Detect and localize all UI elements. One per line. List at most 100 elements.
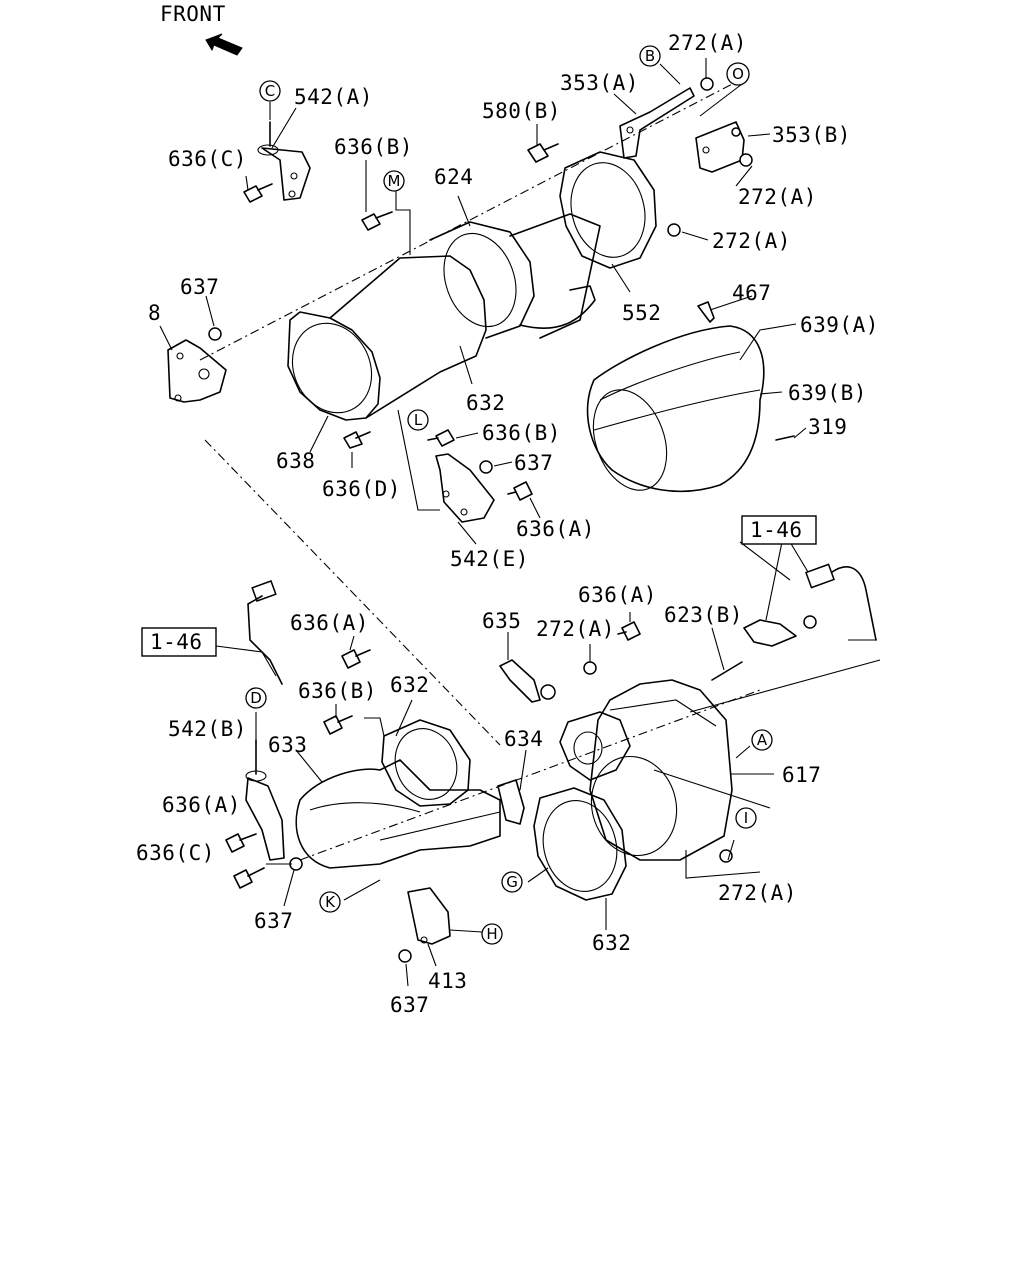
label-632-lower-left: 632 [390,673,429,697]
label-637-lower-left: 637 [254,909,293,933]
flange-638 [287,311,381,421]
label-542e: 542(E) [450,547,529,571]
svg-text:L: L [414,411,423,429]
label-413: 413 [428,969,467,993]
circle-markers: C B O M L D A I G K H [245,45,773,945]
lower-assembly [225,563,877,963]
marker-o: O [726,62,750,86]
label-623b: 623(B) [664,603,743,627]
nut-272a-617-top [583,661,597,675]
svg-text:K: K [325,893,336,911]
label-633: 633 [268,733,307,757]
label-636c-upper: 636(C) [168,147,247,171]
front-label: FRONT [160,2,226,26]
bolt-580b [527,143,559,163]
bolt-636a-617 [617,621,641,641]
label-467: 467 [732,281,771,305]
label-632-lower-right: 632 [592,931,631,955]
svg-text:B: B [645,47,655,65]
label-552: 552 [622,301,661,325]
marker-k: K [319,891,341,913]
label-580b: 580(B) [482,99,561,123]
label-542b: 542(B) [168,717,247,741]
heat-shield-639 [586,325,765,493]
boxed-labels: 1-46 1-46 [141,515,817,657]
label-272a-617: 272(A) [536,617,615,641]
label-636c-lower: 636(C) [136,841,215,865]
screw-319 [775,435,795,441]
label-636a-617: 636(A) [578,583,657,607]
label-637-upper-left: 637 [180,275,219,299]
elbow-633 [295,759,501,869]
marker-a: A [751,729,773,751]
marker-g: G [501,871,523,893]
label-272a-353b: 272(A) [738,185,817,209]
label-272a-552: 272(A) [712,229,791,253]
part-labels: 542(A) 636(C) 636(B) 580(B) 353(A) 272(A… [136,31,879,1017]
boxed-label-1-46-right: 1-46 [741,515,817,545]
bracket-353a [619,87,695,159]
bolt-636a-lower [341,649,371,669]
bracket-353b [695,121,745,173]
bracket-8 [167,339,227,403]
label-638: 638 [276,449,315,473]
bolt-636a-lower-left [225,833,257,853]
flange-552 [559,151,657,269]
nut-272a-552 [667,223,681,237]
nut-637-413 [398,949,412,963]
gasket-634 [497,779,525,825]
bolt-467 [697,301,715,323]
label-639a: 639(A) [800,313,879,337]
nut-637-upper-left [208,327,222,341]
label-636a-lower-left: 636(A) [162,793,241,817]
label-617: 617 [782,763,821,787]
stud-623b [711,661,743,681]
label-636b-upper: 636(B) [334,135,413,159]
body-624 [329,213,601,419]
leader-lines [159,58,881,987]
nut-272a-upper [700,77,714,91]
marker-l: L [407,409,429,431]
svg-text:1-46: 1-46 [150,630,203,654]
svg-text:H: H [486,925,497,943]
flange-632-lower-left [381,719,471,807]
marker-h: H [481,923,503,945]
label-639b: 639(B) [788,381,867,405]
bolt-636c-lower [233,867,265,889]
label-353b: 353(B) [772,123,851,147]
label-636a-542e: 636(A) [516,517,595,541]
bracket-413 [407,887,451,945]
svg-text:A: A [757,731,768,749]
label-637-413: 637 [390,993,429,1017]
label-319: 319 [808,415,847,439]
svg-text:D: D [250,689,262,707]
bolt-636b-lower [323,715,353,735]
svg-text:M: M [388,172,401,190]
label-636d: 636(D) [322,477,401,501]
bracket-542b [245,739,285,861]
label-634: 634 [504,727,543,751]
label-353a: 353(A) [560,71,639,95]
marker-c: C [259,80,281,102]
svg-text:I: I [744,809,748,827]
svg-text:O: O [732,65,744,83]
marker-b: B [639,45,661,67]
bolt-636b-mid [427,429,455,447]
label-542a: 542(A) [294,85,373,109]
label-636b-lower: 636(B) [298,679,377,703]
muffler-617 [559,679,733,861]
nut-272a-617-bottom [719,849,733,863]
svg-text:C: C [265,82,275,100]
nut-272a-353b [739,153,753,167]
bracket-542a [257,121,311,201]
bolt-636b-upper [361,211,393,231]
label-632-upper: 632 [466,391,505,415]
label-636b-mid: 636(B) [482,421,561,445]
bracket-542e [435,453,495,523]
marker-d: D [245,687,267,709]
sensor-left [247,580,283,685]
svg-text:G: G [506,873,518,891]
label-636a-lower: 636(A) [290,611,369,635]
bolt-636d [343,431,371,449]
